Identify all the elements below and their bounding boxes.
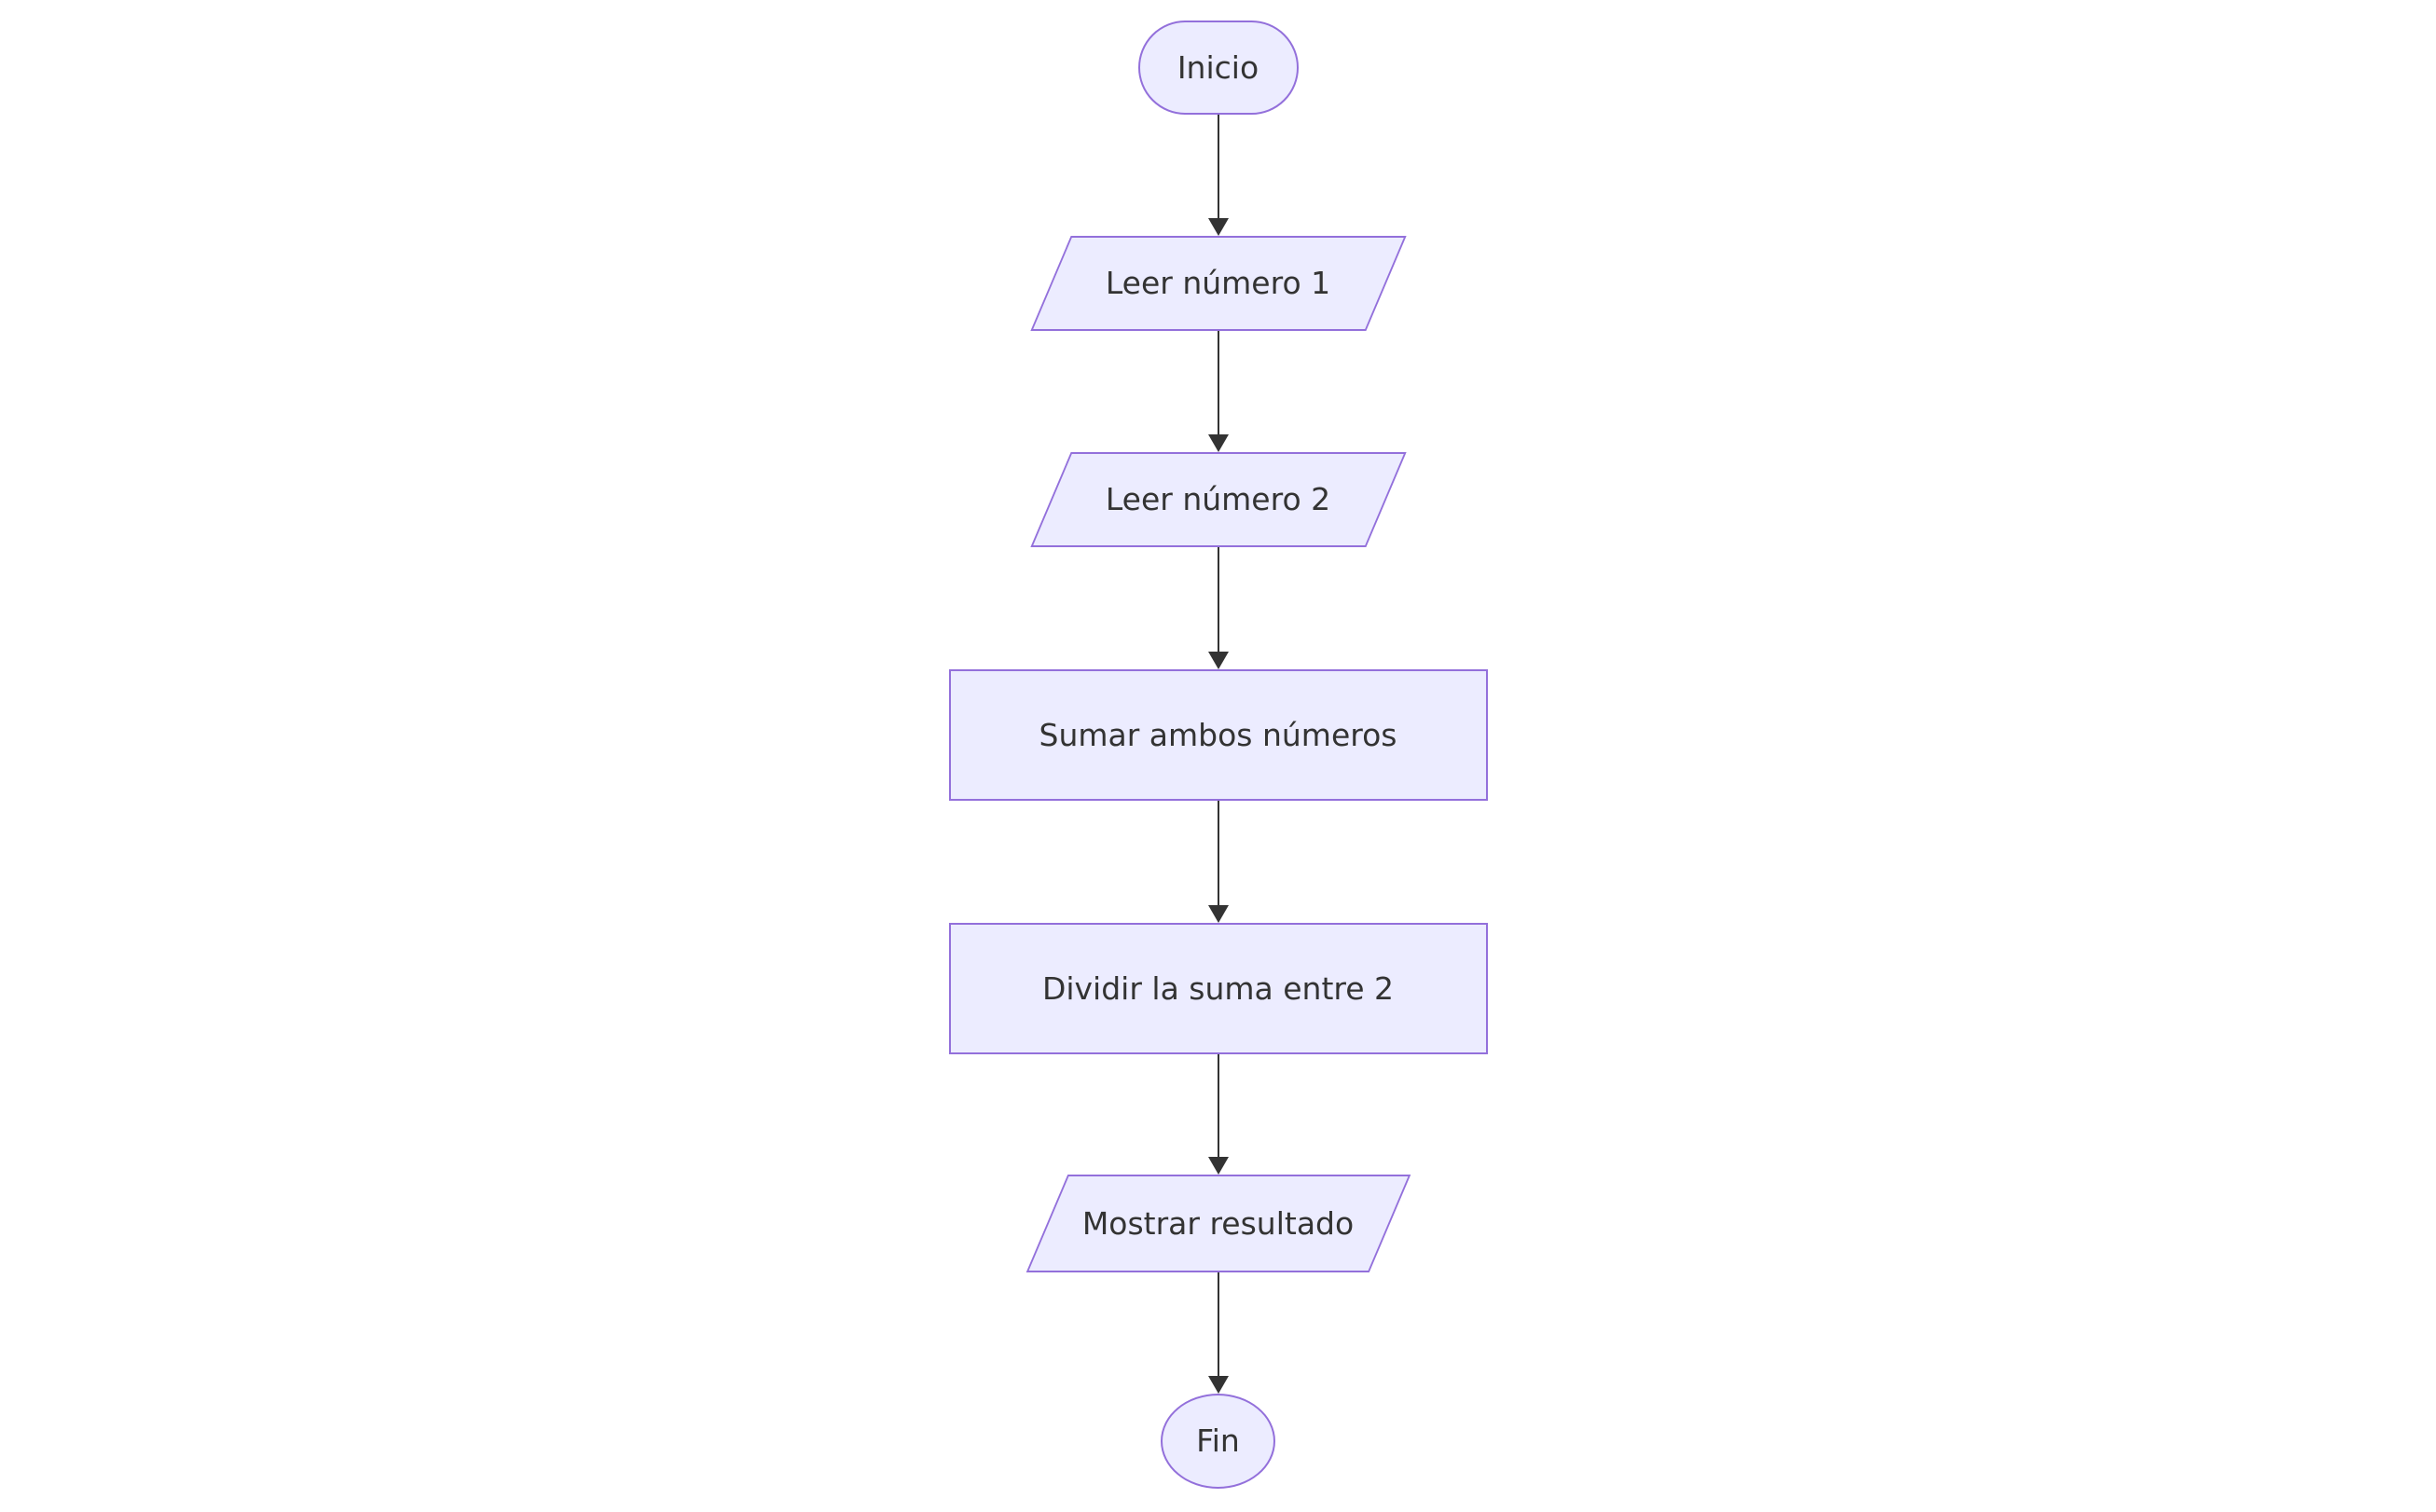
arrowhead-down-icon <box>1207 1376 1229 1394</box>
edge-mostrar-fin <box>1207 1272 1229 1394</box>
node-dividir-label: Dividir la suma entre 2 <box>1041 969 1395 1007</box>
node-inicio-label: Inicio <box>1177 48 1259 86</box>
edge-line <box>1217 1272 1219 1377</box>
arrowhead-down-icon <box>1207 1157 1229 1175</box>
node-dividir: Dividir la suma entre 2 <box>948 923 1488 1054</box>
edge-leer2-sumar <box>1207 547 1229 669</box>
arrowhead-down-icon <box>1207 218 1229 236</box>
node-sumar-label: Sumar ambos números <box>1039 716 1397 753</box>
edge-inicio-leer1 <box>1207 115 1229 236</box>
edge-line <box>1217 801 1219 906</box>
edge-line <box>1217 115 1219 219</box>
node-sumar: Sumar ambos números <box>948 669 1488 801</box>
arrowhead-down-icon <box>1207 905 1229 923</box>
arrowhead-down-icon <box>1207 652 1229 669</box>
node-mostrar-resultado: Mostrar resultado <box>1025 1175 1411 1272</box>
edge-line <box>1217 547 1219 653</box>
edge-leer1-leer2 <box>1207 331 1229 452</box>
node-mostrar-resultado-label: Mostrar resultado <box>1081 1204 1355 1242</box>
edge-line <box>1217 331 1219 435</box>
node-fin: Fin <box>1161 1394 1275 1489</box>
node-leer-numero-1: Leer número 1 <box>1029 236 1407 331</box>
edge-line <box>1217 1054 1219 1158</box>
edge-sumar-dividir <box>1207 801 1229 923</box>
node-leer-numero-1-label: Leer número 1 <box>1105 265 1331 302</box>
node-leer-numero-2-label: Leer número 2 <box>1105 481 1331 518</box>
edge-dividir-mostrar <box>1207 1054 1229 1175</box>
node-fin-label: Fin <box>1196 1423 1240 1460</box>
arrowhead-down-icon <box>1207 434 1229 452</box>
node-leer-numero-2: Leer número 2 <box>1029 452 1407 547</box>
node-inicio: Inicio <box>1137 21 1299 115</box>
